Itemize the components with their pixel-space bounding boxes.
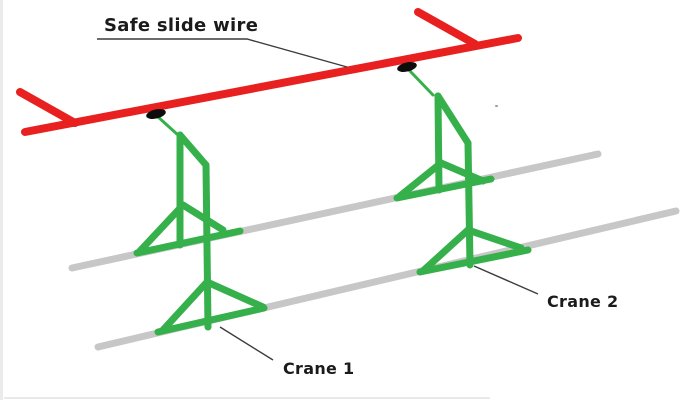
leader-crane-1 — [219, 326, 274, 361]
crane2-lower-base — [416, 246, 532, 276]
safe-slide-wire-label: Safe slide wire — [104, 15, 259, 36]
crane1-upper-leg-left — [135, 201, 187, 256]
crane1-mast — [202, 161, 212, 331]
crane2-upper-leg-right — [437, 159, 487, 185]
leader-lines — [97, 38, 539, 361]
leader-safe-slide-wire — [97, 38, 348, 68]
crane2-mast — [464, 139, 474, 269]
wire-main — [21, 34, 522, 136]
trolley-marker-1 — [146, 109, 166, 119]
crane2-top-diagonal — [434, 92, 472, 147]
crane2-left-vertical — [434, 92, 443, 194]
left-edge-artifact — [0, 0, 3, 400]
wire-trolleys — [146, 62, 417, 119]
crane2-hanger — [407, 68, 435, 97]
stray-mark-dot — [495, 105, 498, 107]
crane2-upper-leg-left — [396, 159, 445, 200]
crane-2-label: Crane 2 — [547, 292, 619, 311]
safe-slide-wire — [16, 8, 522, 136]
wire-anchor-right — [414, 8, 479, 48]
bottom-edge-artifact — [4, 397, 490, 399]
crane2-upper-base — [393, 175, 495, 202]
crane1-upper-leg-right — [179, 201, 227, 234]
crane1-lower-leg-right — [203, 278, 267, 311]
trolley-marker-2 — [397, 62, 417, 72]
crane-2 — [393, 68, 532, 276]
crane1-hanger — [155, 114, 180, 137]
leader-crane-2 — [473, 265, 539, 295]
crane2-lower-leg-left — [420, 226, 472, 274]
crane-1 — [133, 114, 268, 336]
crane2-lower-leg-right — [464, 226, 525, 252]
crane1-upper-base — [133, 227, 244, 257]
crane-1-label: Crane 1 — [283, 359, 355, 378]
crane1-lower-leg-left — [159, 278, 211, 334]
wire-anchor-left — [16, 88, 79, 127]
crane1-top-diagonal — [176, 131, 210, 169]
crane1-lower-base — [154, 304, 268, 336]
